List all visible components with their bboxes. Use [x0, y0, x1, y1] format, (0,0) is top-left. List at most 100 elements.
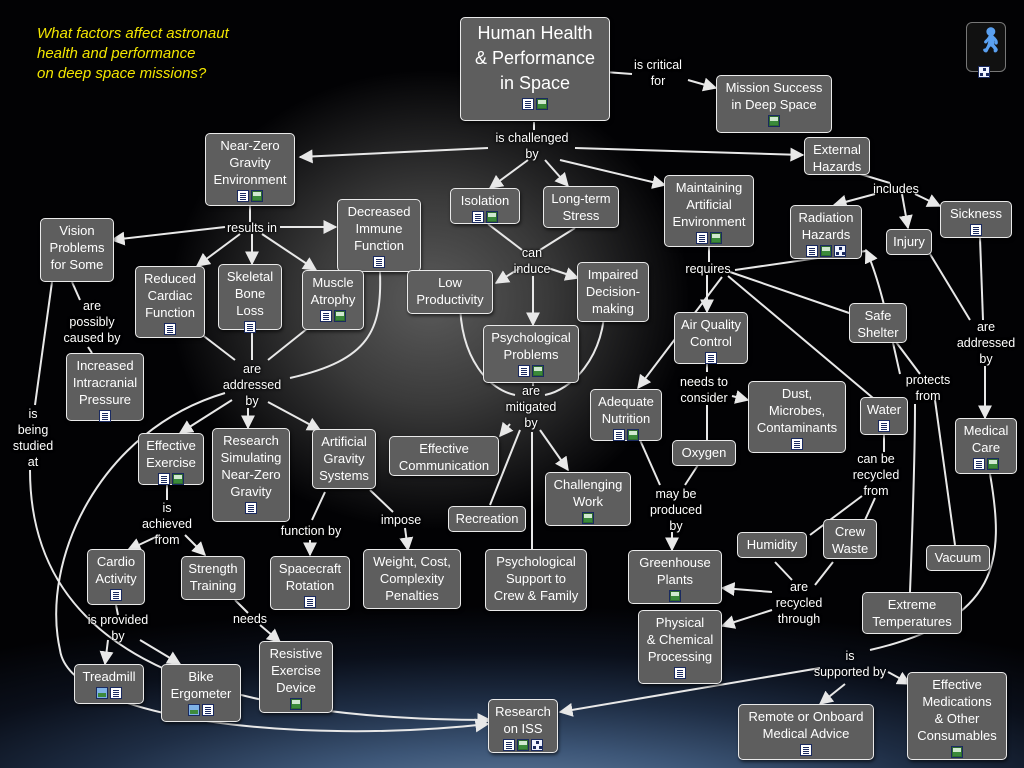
node-human[interactable]: Human Health & Performance in Space — [460, 17, 610, 121]
document-icon[interactable] — [674, 667, 686, 679]
node-icp[interactable]: Increased Intracranial Pressure — [66, 353, 144, 422]
node-challenging[interactable]: Challenging Work — [545, 472, 631, 526]
document-icon[interactable] — [158, 473, 170, 485]
spreadsheet-icon[interactable] — [172, 473, 184, 485]
document-icon[interactable] — [245, 502, 257, 514]
concept-map-icon[interactable] — [531, 739, 543, 751]
node-dust[interactable]: Dust, Microbes, Contaminants — [748, 381, 846, 453]
node-vacuum[interactable]: Vacuum — [926, 545, 990, 571]
spreadsheet-icon[interactable] — [669, 590, 681, 602]
spreadsheet-icon[interactable] — [768, 115, 780, 127]
node-treadmill[interactable]: Treadmill — [74, 664, 144, 704]
node-airq[interactable]: Air Quality Control — [674, 312, 748, 364]
node-bike[interactable]: Bike Ergometer — [161, 664, 241, 722]
spreadsheet-icon[interactable] — [820, 245, 832, 257]
concept-map-icon[interactable] — [834, 245, 846, 257]
node-medcare[interactable]: Medical Care — [955, 418, 1017, 474]
node-recreation[interactable]: Recreation — [448, 506, 526, 532]
node-effex[interactable]: Effective Exercise — [138, 433, 204, 485]
document-icon[interactable] — [503, 739, 515, 751]
node-physchem[interactable]: Physical & Chemical Processing — [638, 610, 722, 684]
document-icon[interactable] — [110, 589, 122, 601]
node-meds[interactable]: Effective Medications & Other Consumable… — [907, 672, 1007, 760]
spreadsheet-icon[interactable] — [627, 429, 639, 441]
spreadsheet-icon[interactable] — [710, 232, 722, 244]
document-icon[interactable] — [320, 310, 332, 322]
node-ltstress[interactable]: Long-term Stress — [543, 186, 619, 228]
node-radiation[interactable]: Radiation Hazards — [790, 205, 862, 259]
node-psychsup[interactable]: Psychological Support to Crew & Family — [485, 549, 587, 611]
document-icon[interactable] — [705, 352, 717, 364]
node-shelter[interactable]: Safe Shelter — [849, 303, 907, 343]
spreadsheet-icon[interactable] — [334, 310, 346, 322]
document-icon[interactable] — [613, 429, 625, 441]
node-lowprod[interactable]: Low Productivity — [407, 270, 493, 314]
spreadsheet-icon[interactable] — [251, 190, 263, 202]
node-impaired[interactable]: Impaired Decision- making — [577, 262, 649, 322]
document-icon[interactable] — [800, 744, 812, 756]
node-vision[interactable]: Vision Problems for Some — [40, 218, 114, 282]
node-water[interactable]: Water — [860, 397, 908, 435]
concept-map-icon[interactable] — [978, 66, 990, 78]
document-icon[interactable] — [522, 98, 534, 110]
node-redcard[interactable]: Reduced Cardiac Function — [135, 266, 205, 338]
document-icon[interactable] — [373, 256, 385, 268]
spreadsheet-icon[interactable] — [951, 746, 963, 758]
node-strength[interactable]: Strength Training — [181, 556, 245, 600]
node-maint[interactable]: Maintaining Artificial Environment — [664, 175, 754, 247]
node-humidity[interactable]: Humidity — [737, 532, 807, 558]
node-exthaz[interactable]: External Hazards — [804, 137, 870, 175]
node-muscle[interactable]: Muscle Atrophy — [302, 270, 364, 330]
document-icon[interactable] — [970, 224, 982, 236]
link-recycled-through: are recycled through — [775, 580, 823, 626]
spreadsheet-icon[interactable] — [486, 211, 498, 223]
node-resistive[interactable]: Resistive Exercise Device — [259, 641, 333, 713]
node-exttemp[interactable]: Extreme Temperatures — [862, 592, 962, 634]
node-effcomm[interactable]: Effective Communication — [389, 436, 499, 476]
spreadsheet-icon[interactable] — [987, 458, 999, 470]
document-icon[interactable] — [110, 687, 122, 699]
node-psych[interactable]: Psychological Problems — [483, 325, 579, 383]
node-injury[interactable]: Injury — [886, 229, 932, 255]
document-icon[interactable] — [244, 321, 256, 333]
document-icon[interactable] — [237, 190, 249, 202]
document-icon[interactable] — [164, 323, 176, 335]
node-ngravity[interactable]: Near-Zero Gravity Environment — [205, 133, 295, 206]
spreadsheet-icon[interactable] — [290, 698, 302, 710]
document-icon[interactable] — [304, 596, 316, 608]
node-isolation[interactable]: Isolation — [450, 188, 520, 224]
image-icon[interactable] — [96, 687, 108, 699]
node-mission[interactable]: Mission Success in Deep Space — [716, 75, 832, 133]
document-icon[interactable] — [202, 704, 214, 716]
node-cardio[interactable]: Cardio Activity — [87, 549, 145, 605]
node-iss[interactable]: Research on ISS — [488, 699, 558, 753]
image-icon[interactable] — [188, 704, 200, 716]
cmap-person-icon[interactable]: 🚶︎ — [966, 22, 1006, 72]
document-icon[interactable] — [696, 232, 708, 244]
document-icon[interactable] — [518, 365, 530, 377]
node-crewwaste[interactable]: Crew Waste — [823, 519, 877, 559]
node-skeletal[interactable]: Skeletal Bone Loss — [218, 264, 282, 333]
document-icon[interactable] — [99, 410, 111, 422]
node-greenhouse[interactable]: Greenhouse Plants — [628, 550, 722, 604]
node-nutrition[interactable]: Adequate Nutrition — [590, 389, 662, 441]
node-remote[interactable]: Remote or Onboard Medical Advice — [738, 704, 874, 760]
spreadsheet-icon[interactable] — [532, 365, 544, 377]
spreadsheet-icon[interactable] — [517, 739, 529, 751]
document-icon[interactable] — [791, 438, 803, 450]
node-decimm[interactable]: Decreased Immune Function — [337, 199, 421, 272]
node-research[interactable]: Research Simulating Near-Zero Gravity — [212, 428, 290, 522]
spreadsheet-icon[interactable] — [536, 98, 548, 110]
link-includes: includes — [873, 182, 919, 196]
node-spacecraft[interactable]: Spacecraft Rotation — [270, 556, 350, 610]
resource-icons — [670, 232, 748, 244]
document-icon[interactable] — [878, 420, 890, 432]
spreadsheet-icon[interactable] — [582, 512, 594, 524]
node-weight[interactable]: Weight, Cost, Complexity Penalties — [363, 549, 461, 609]
document-icon[interactable] — [472, 211, 484, 223]
node-sickness[interactable]: Sickness — [940, 201, 1012, 238]
document-icon[interactable] — [806, 245, 818, 257]
node-artgrav[interactable]: Artificial Gravity Systems — [312, 429, 376, 489]
document-icon[interactable] — [973, 458, 985, 470]
node-oxygen[interactable]: Oxygen — [672, 440, 736, 466]
